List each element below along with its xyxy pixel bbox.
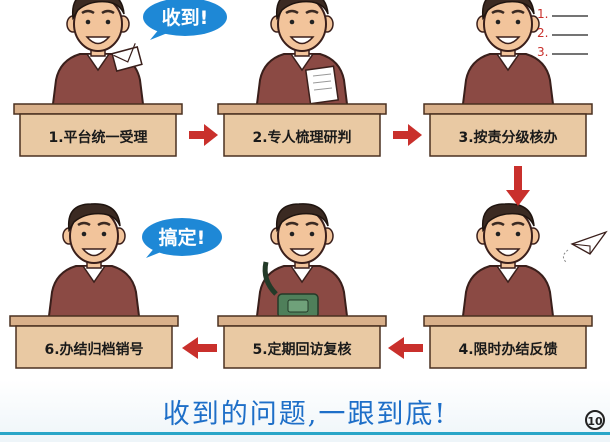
note-line-3: 3. [537,45,548,59]
step-3: 1. 2. 3. 3.按责分级核办 [423,0,593,157]
bubble-text-done: 搞定! [159,226,206,249]
step-5: 5.定期回访复核 [217,202,387,369]
note-line-2: 2. [537,26,548,40]
step-2-label: 2.专人梳理研判 [252,129,351,146]
worker-figure [46,202,142,326]
flow-arrow-2-3 [393,124,422,146]
flow-arrow-3-4 [506,166,530,206]
flow-arrow-5-6 [182,337,217,359]
step-4: 4.限时办结反馈 [423,202,608,369]
step-4-label: 4.限时办结反馈 [458,341,557,358]
envelope-icon [111,43,143,72]
checklist-note: 1. 2. 3. [537,7,588,59]
note-line-1: 1. [537,7,548,21]
step-6-label: 6.办结归档销号 [44,341,143,358]
bubble-text-received: 收到! [162,6,209,29]
step-2: 2.专人梳理研判 [217,0,387,157]
paper-plane-icon [562,230,608,263]
document-icon [304,65,340,105]
flow-arrow-1-2 [189,124,218,146]
slogan: 收到的问题,一跟到底! [162,399,448,430]
step-5-label: 5.定期回访复核 [252,341,351,358]
step-1: 收到! 1.平台统一受理 [13,0,227,157]
bottom-rule [0,432,610,435]
speech-bubble: 搞定! [142,218,222,258]
step-1-label: 1.平台统一受理 [48,129,147,146]
speech-bubble: 收到! [143,0,227,40]
flow-arrow-4-5 [388,337,423,359]
worker-figure [460,202,556,326]
step-6: 搞定! 6.办结归档销号 [9,202,222,369]
step-3-label: 3.按责分级核办 [458,129,557,146]
page-number: 10 [585,410,605,430]
